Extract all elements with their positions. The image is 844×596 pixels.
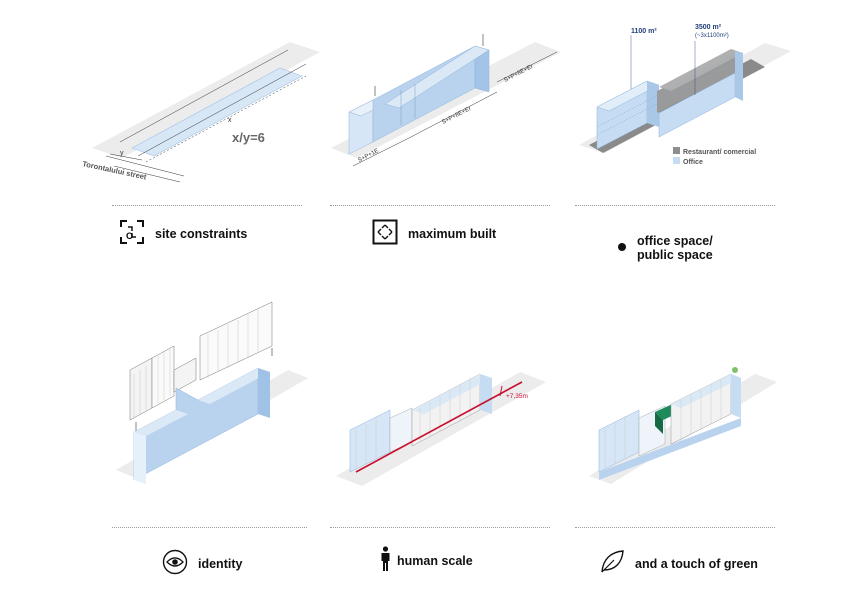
dimension-line	[352, 137, 410, 167]
caption-text: identity	[198, 556, 243, 571]
legend-label-restaurant: Restaurant/ comercial	[683, 149, 756, 156]
caption-text: human scale	[397, 553, 473, 568]
legend-swatch-office	[673, 157, 680, 164]
tall-block-roof	[412, 374, 492, 414]
eye-icon	[162, 549, 188, 578]
blue-base-band	[599, 418, 741, 480]
office-tower-side	[735, 51, 743, 101]
human-scale-line	[355, 381, 523, 473]
svg-text:O: O	[126, 231, 133, 241]
separator-line	[330, 205, 550, 206]
green-terrace-side	[655, 412, 663, 434]
separator-line	[112, 527, 307, 528]
site-boundary-line	[137, 63, 307, 157]
legend-label-office: Office	[683, 159, 703, 166]
tall-block-side	[480, 374, 492, 414]
dimension-y-label: y	[120, 150, 124, 157]
separator-line	[575, 527, 775, 528]
tall-block-top	[384, 45, 490, 109]
caption-text: maximum built	[408, 226, 497, 241]
street-line	[113, 165, 181, 183]
caption-office-public: office space/ public space	[617, 234, 713, 262]
facade-screen	[129, 357, 153, 421]
site-constraints-icon: O	[119, 219, 145, 248]
floor-line	[596, 62, 736, 136]
ground-plane	[92, 42, 320, 158]
site-footprint	[131, 67, 303, 157]
rooftop-plant	[732, 367, 738, 373]
facade-screen	[199, 301, 273, 381]
building-side	[258, 368, 270, 418]
height-label: +7,35m	[506, 393, 528, 400]
caption-site-constraints: O site constraints	[119, 219, 247, 248]
identity-diagram	[116, 301, 308, 484]
separator-line	[575, 205, 775, 206]
street-label: Torontalului street	[82, 159, 148, 181]
human-scale-diagram: +7,35m	[336, 372, 546, 486]
dimension-line	[496, 51, 558, 83]
restaurant-roof	[659, 49, 743, 91]
facade-pattern	[604, 380, 722, 468]
site-plan-diagram: y x x/y=6 Torontalului street	[82, 42, 320, 183]
human-figure-icon	[380, 546, 391, 575]
caption-maximum-built: maximum built	[372, 219, 496, 248]
caption-identity: identity	[162, 549, 242, 578]
dimension-x-label: x	[228, 117, 232, 124]
dimension-y-line	[109, 153, 143, 161]
separator-line	[330, 527, 550, 528]
total-area-note: (~3x1100m²)	[695, 33, 729, 39]
caption-touch-of-green: and a touch of green	[599, 549, 758, 578]
caption-text: and a touch of green	[635, 556, 758, 571]
facade-screen	[173, 357, 197, 393]
dimension-line	[408, 91, 498, 139]
maximum-built-diagram: S+P+1E S+P+8E+Er S+P+8E+Er	[331, 34, 561, 167]
floor-line	[596, 54, 736, 128]
caption-text-line1: office space/	[637, 234, 713, 248]
facade-pattern	[133, 310, 259, 418]
caption-text-line2: public space	[637, 248, 713, 262]
building-roof	[198, 368, 270, 404]
site-boundary-line	[119, 49, 289, 143]
caption-text: site constraints	[155, 226, 248, 241]
program-diagram: 1100 m² 3500 m² (~3x1100m²) Restaurant/ …	[579, 24, 791, 166]
separator-line	[112, 205, 302, 206]
facade-screen	[151, 345, 175, 409]
leaf-icon	[599, 549, 625, 578]
height-marker-arrow	[499, 385, 503, 397]
legend-swatch-restaurant	[673, 147, 680, 154]
ratio-label: x/y=6	[232, 130, 265, 145]
bullet-dot-icon	[617, 241, 627, 255]
maximum-built-icon	[372, 219, 398, 248]
tall-block-side	[731, 374, 741, 418]
total-area-label: 3500 m²	[695, 24, 722, 31]
office-area-label: 1100 m²	[631, 28, 657, 35]
tall-block-roof	[671, 374, 741, 408]
building-end	[134, 432, 146, 484]
green-roof-diagram	[589, 367, 777, 484]
street-line	[105, 155, 185, 177]
caption-human-scale: human scale	[380, 546, 473, 575]
building-roof	[134, 410, 188, 436]
office-block-side	[647, 81, 659, 127]
